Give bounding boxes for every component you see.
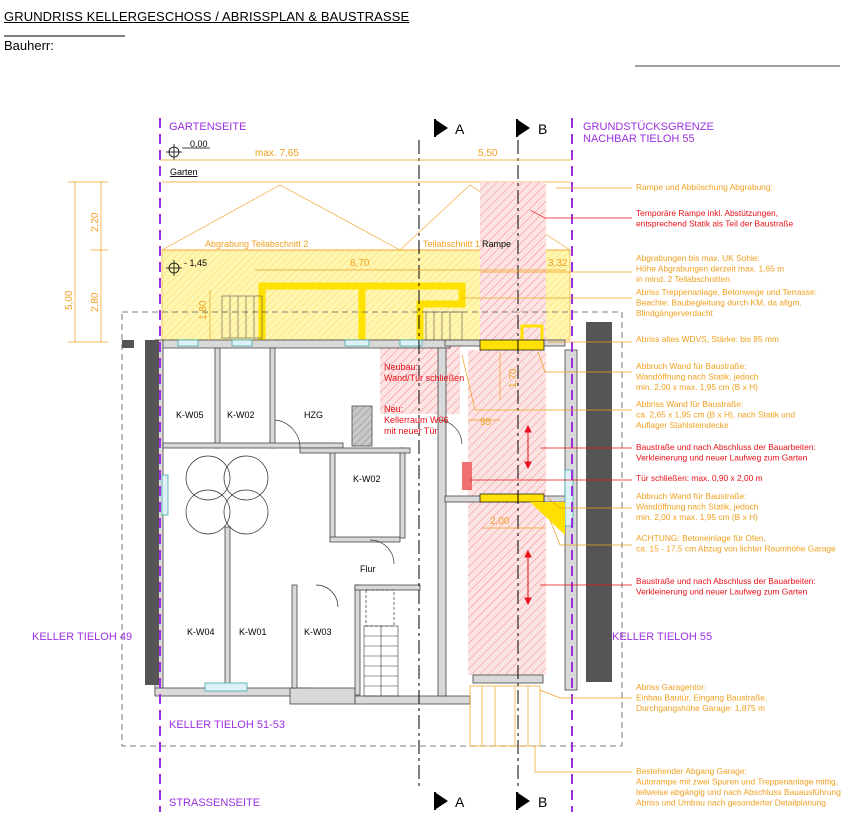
annotation-3-line-3: in mind. 2 Teilabschnitten — [636, 274, 730, 284]
teilabschnitt-1-label: Teilabschnitt 1 — [423, 239, 480, 249]
dim-670: 6,70 — [350, 258, 370, 269]
annotation-14-line-3: teilweise abgängig und nach Abschluss Ba… — [636, 787, 841, 797]
property-outline — [121, 311, 623, 747]
annotation-7-line-1: Abbriss Wand für Baustraße: — [636, 399, 743, 409]
baustrasse-zone — [380, 182, 546, 675]
direction-arrows — [524, 424, 532, 606]
dim-180: 1,80 — [198, 300, 209, 320]
windows — [161, 339, 574, 692]
annotation-2-line-2: entsprechend Statik als Teil der Baustra… — [636, 219, 794, 229]
note-neubau-2: Wand/Tür schließen — [384, 373, 464, 383]
stairs — [363, 625, 399, 697]
abgrabung-2-label: Abgrabung Teilabschnitt 2 — [205, 239, 308, 249]
annotation-3-line-1: Abgrabungen bis max. UK Sohle: — [636, 253, 760, 263]
dim-220: 2,20 — [90, 212, 101, 232]
annotation-2-line-1: Temporäre Rampe inkl. Abstützungen, — [636, 208, 778, 218]
annotation-10-line-1: Abbruch Wand für Baustraße: — [636, 491, 746, 501]
boundary-lines — [159, 118, 573, 812]
annotation-11-line-1: ACHTUNG: Betoneinlage für Ofen, — [636, 533, 766, 543]
annotation-12-line-1: Baustraße und nach Abschluss der Bauarbe… — [636, 576, 816, 586]
note-neu-3: mit neuer Tür — [384, 426, 437, 436]
annotation-13-line-1: Abriss Garagentor: — [636, 682, 706, 692]
keller-right-label: KELLER TIELOH 55 — [612, 631, 712, 643]
annotation-5-line-1: Abriss altes WDVS, Stärke: bis 85 mm — [636, 334, 779, 344]
boundary-label-1: GRUNDSTÜCKSGRENZE — [583, 121, 714, 133]
section-lines — [418, 140, 519, 790]
annotation-4-line-2: Beachte: Baubegleitung durch KM, da allg… — [636, 298, 802, 308]
room-kw04: K-W04 — [187, 627, 215, 637]
level-marker-ground — [166, 144, 210, 160]
dim-280: 2,80 — [90, 292, 101, 312]
section-b-top: B — [538, 121, 547, 137]
doors — [185, 405, 463, 627]
annotation-13-line-2: Einbau Bautür, Eingang Baustraße, — [636, 693, 767, 703]
room-kw01: K-W01 — [239, 627, 267, 637]
flur-label: Flur — [360, 564, 376, 574]
dim-200: 2,00 — [490, 516, 510, 527]
section-a-bottom: A — [455, 794, 465, 810]
annotation-6-line-2: Wandöffnung nach Statik, jedoch — [636, 372, 759, 382]
demolition-wall-bottom — [479, 493, 545, 503]
section-b-bottom: B — [538, 794, 547, 810]
annotation-14-line-1: Bestehender Abgang Garage: — [636, 766, 747, 776]
annotation-4-line-1: Abriss Treppenanlage, Betonwege und Terr… — [636, 287, 817, 297]
room-kw02-top: K-W02 — [227, 410, 255, 420]
annotation-column: Rampe und Abböschung Abgrabung: Temporäre… — [636, 182, 841, 808]
dim-095: 95 — [480, 417, 492, 428]
annotation-7-line-3: Auflager Stahlsteindecke — [636, 420, 729, 430]
annotation-8-line-1: Baustraße und nach Abschluss der Bauarbe… — [636, 442, 816, 452]
dim-332: 3,32 — [548, 258, 568, 269]
annotation-4-line-3: Blindgängerverdacht — [636, 308, 713, 318]
keller-left-label: KELLER TIELOH 49 — [32, 631, 132, 643]
section-markers — [434, 119, 530, 810]
annotation-14-line-2: Autorampe mit zwei Spuren und Treppenanl… — [636, 777, 838, 787]
rampe-label: Rampe — [482, 239, 511, 249]
section-a-top: A — [455, 121, 465, 137]
annotation-10-line-3: min. 2,00 x max. 1,95 cm (B x H) — [636, 512, 758, 522]
dim-550: 5,50 — [478, 148, 498, 159]
dim-max-width: max. 7,65 — [255, 148, 299, 159]
dim-170: 1,70 — [508, 368, 519, 388]
annotation-7-line-2: ca. 2,65 x 1,95 cm (B x H), nach Statik … — [636, 410, 796, 420]
garage-ramp — [469, 685, 541, 747]
note-neubau-1: Neubau: — [384, 362, 418, 372]
annotation-9-line-1: Tür schließen: max. 0,90 x 2,00 m — [636, 473, 763, 483]
note-neu-1: Neu: — [384, 404, 403, 414]
annotation-6-line-1: Abbruch Wand für Baustraße: — [636, 361, 746, 371]
annotation-12-line-2: Verkleinerung und neuer Laufweg zum Gart… — [636, 587, 808, 597]
neighbor-walls — [122, 322, 612, 685]
street-side-label: STRASSENSEITE — [169, 797, 260, 809]
garten-label: Garten — [170, 167, 198, 177]
dim-500: 5,00 — [64, 290, 75, 310]
annotation-3-line-2: Höhe Abgrabungen derzeit max. 1,65 m — [636, 264, 784, 274]
new-room-hatch — [380, 340, 460, 414]
leader-lines — [461, 187, 632, 773]
level-ground: 0,00 — [190, 139, 208, 149]
annotation-13-line-3: Durchgangshöhe Garage: 1,875 m — [636, 703, 765, 713]
door-closure-marker-2 — [462, 462, 472, 490]
room-kw03: K-W03 — [304, 627, 332, 637]
bauherr-label: Bauherr: — [4, 38, 54, 53]
keller-bottom-label: KELLER TIELOH 51-53 — [169, 719, 285, 731]
garden-side-label: GARTENSEITE — [169, 121, 246, 133]
level-excavation: - 1,45 — [184, 258, 207, 268]
annotation-10-line-2: Wandöffnung nach Statik, jedoch — [636, 502, 759, 512]
dimension-lines — [68, 159, 572, 529]
room-hzg: HZG — [304, 410, 323, 420]
note-neu-2: Kellerraum W06 — [384, 415, 449, 425]
boundary-label-2: NACHBAR TIELOH 55 — [583, 133, 695, 145]
page-title: GRUNDRISS KELLERGESCHOSS / ABRISSPLAN & … — [4, 9, 410, 24]
room-kw05: K-W05 — [176, 410, 204, 420]
level-marker-excavation — [166, 260, 182, 276]
annotation-1-line-1: Rampe und Abböschung Abgrabung: — [636, 182, 773, 192]
annotation-11-line-2: ca. 15 - 17,5 cm Abzug von lichter Raumh… — [636, 544, 836, 554]
annotation-6-line-3: min. 2,00 x max. 1,95 cm (B x H) — [636, 382, 758, 392]
room-kw02-mid: K-W02 — [353, 474, 381, 484]
demolition-wall-top — [479, 339, 545, 351]
annotation-14-line-4: Abriss und Umbau nach gesonderter Detail… — [636, 798, 826, 808]
concrete-insert — [530, 502, 565, 535]
annotation-8-line-2: Verkleinerung und neuer Laufweg zum Gart… — [636, 453, 808, 463]
